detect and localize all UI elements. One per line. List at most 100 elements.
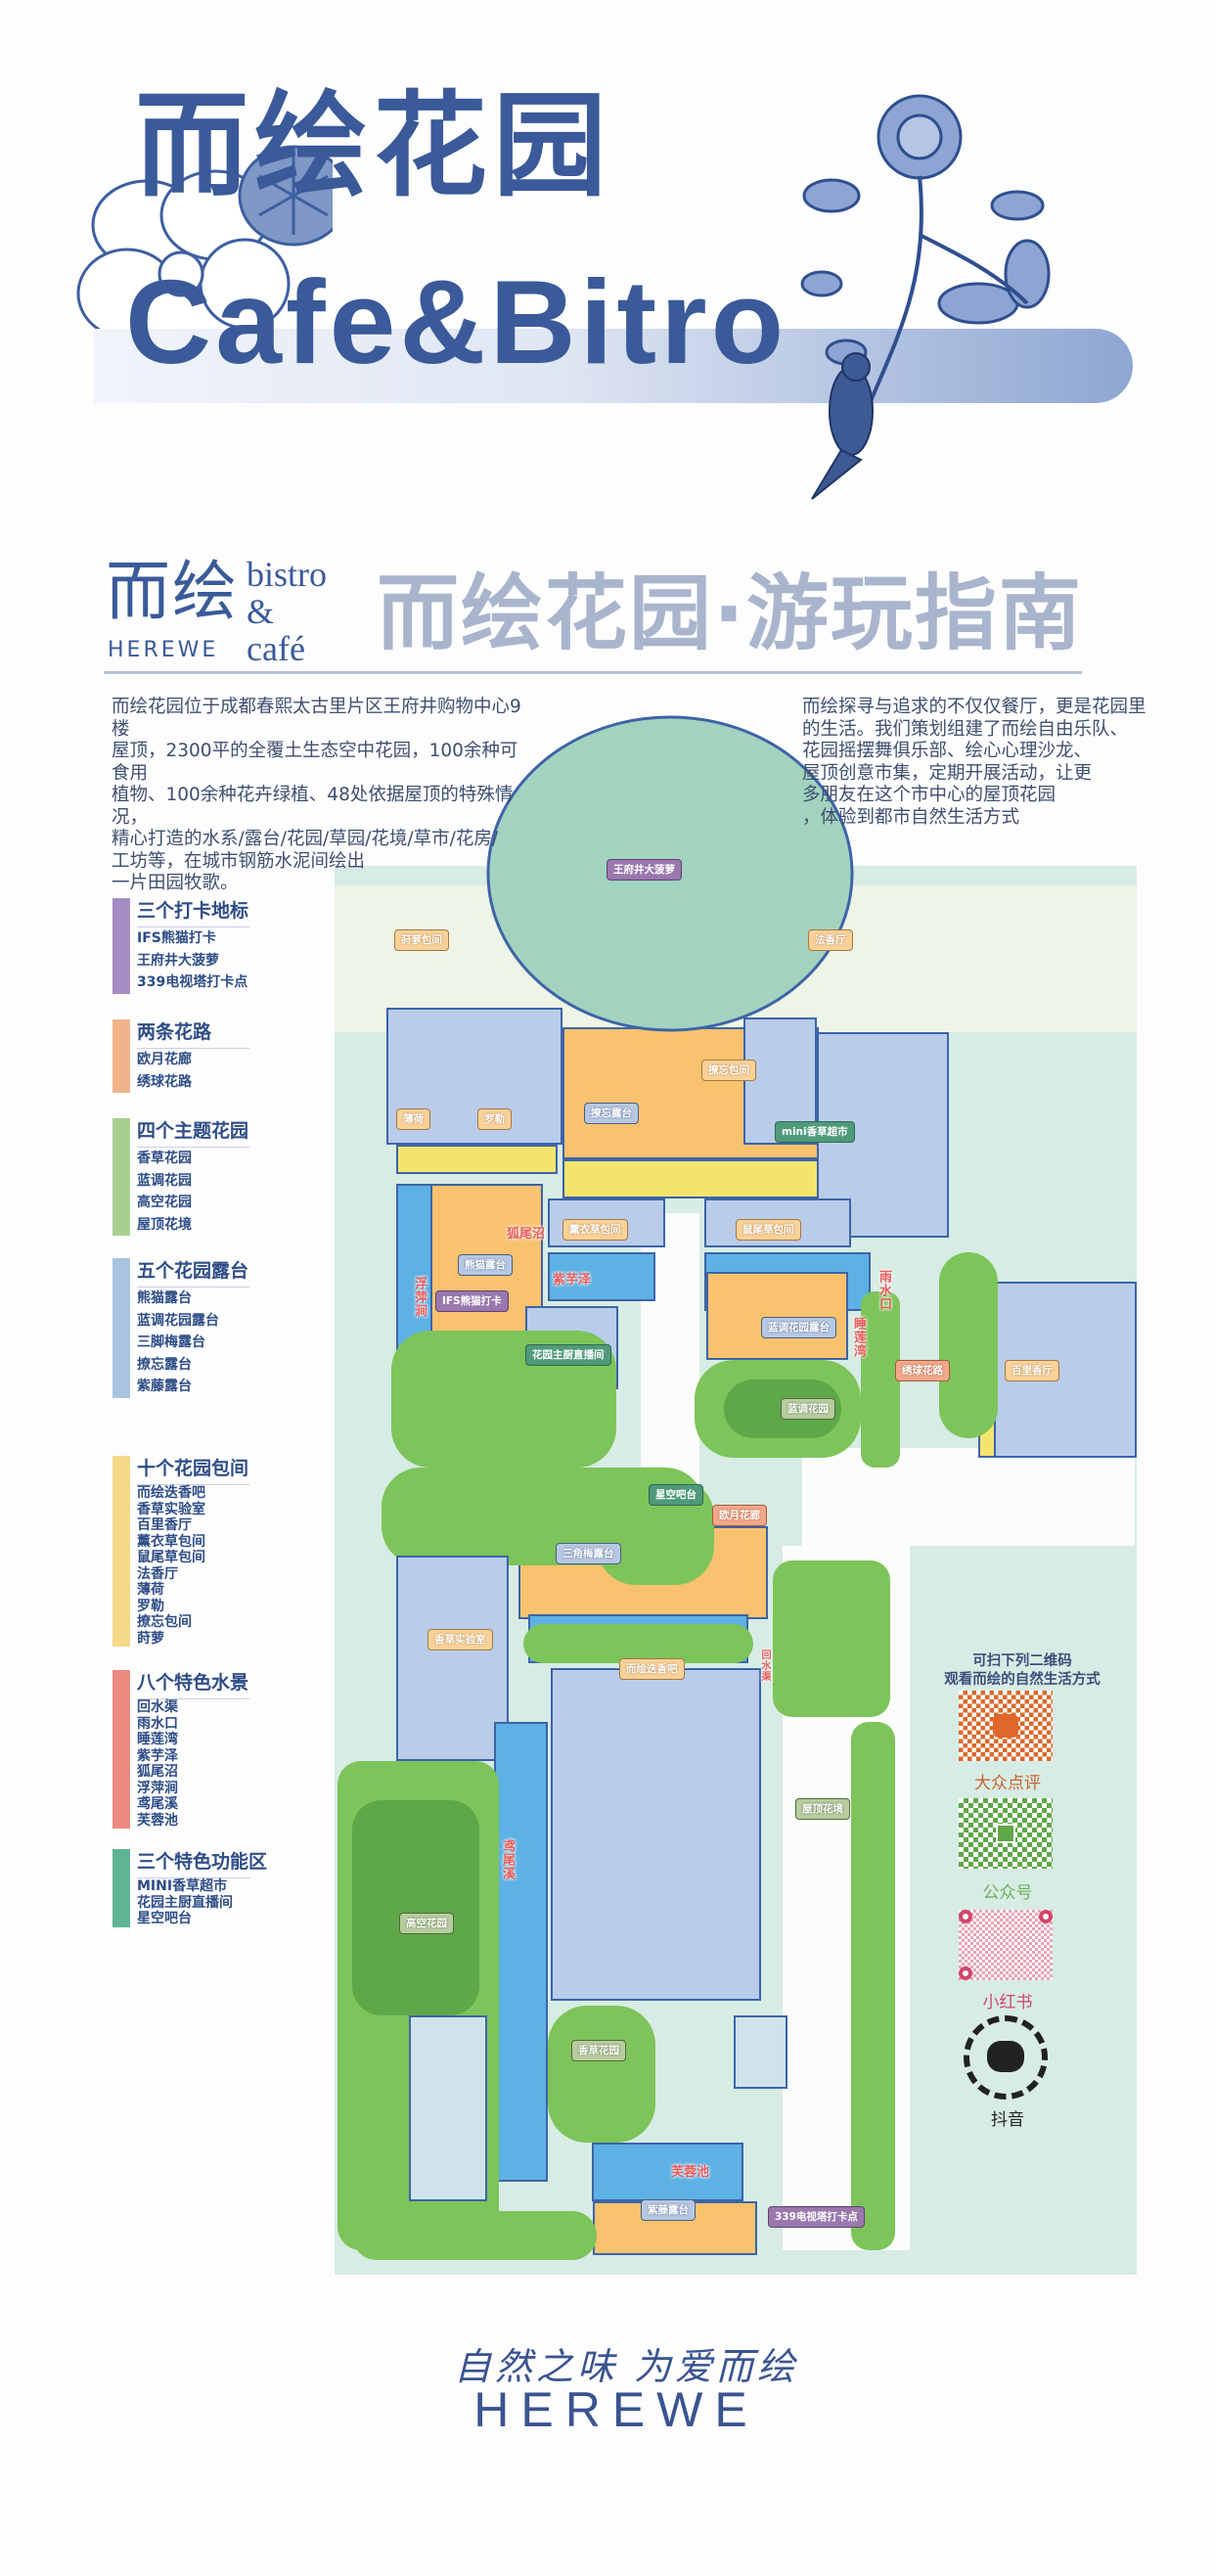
footer-brand: HEREWE — [473, 2382, 759, 2437]
map-label-bougainvillea-terrace[interactable]: 三角梅露台 — [556, 1543, 621, 1564]
intro-right: 而绘探寻与追求的不仅仅餐厅，更是花园里 的生活。我们策划组建了而绘自由乐队、 花… — [802, 697, 1147, 829]
legend-title: 十个花园包间 — [137, 1456, 249, 1485]
map-label-mint[interactable]: 薄荷 — [396, 1108, 430, 1130]
wechat-official-qr-code[interactable] — [959, 1798, 1053, 1869]
map-label-herb-lab[interactable]: 香草实验室 — [427, 1629, 493, 1650]
building-left — [386, 1008, 562, 1145]
header-divider — [104, 671, 1082, 674]
legend-title: 三个特色功能区 — [137, 1849, 267, 1878]
water-label-taro: 紫芋泽 — [553, 1273, 592, 1288]
map-label-rose-gallery[interactable]: 欧月花廊 — [712, 1505, 767, 1526]
legend-group-terraces: 五个花园露台 熊猫露台 蓝调花园露台 三脚梅露台 撩忘露台 紫藤露台 — [112, 1258, 249, 1398]
qr-label-xiaohongshu: 小红书 — [982, 1993, 1033, 2012]
footer-slogan: 自然之味 为爱而绘 — [453, 2345, 799, 2388]
map-label-sage-room[interactable]: 鼠尾草包间 — [736, 1219, 801, 1241]
map-label-wisteria-terrace[interactable]: 紫藤露台 — [641, 2199, 696, 2221]
building-thyme-side — [978, 1282, 996, 1458]
legend-item: 花园主厨直播间 — [137, 1894, 233, 1911]
map-label-roof-border[interactable]: 屋顶花境 — [795, 1798, 850, 1820]
legend-item: 狐尾沼 — [137, 1764, 178, 1780]
water-label-duckweed: 浮萍涧 — [412, 1277, 427, 1318]
terrace-bougainvillea — [518, 1526, 768, 1619]
legend-item: 莳萝 — [137, 1630, 164, 1647]
terrace-wisteria — [593, 2201, 757, 2255]
map-label-parsley-hall[interactable]: 法香厅 — [808, 929, 853, 951]
legend-item: 欧月花廊 — [137, 1052, 192, 1067]
map-lower-white-area — [802, 1448, 1135, 1546]
map-label-lavender-room[interactable]: 薰衣草包间 — [562, 1219, 628, 1241]
map-label-chef-studio[interactable]: 花园主厨直播间 — [525, 1344, 611, 1366]
header-title-en: Cafe&Bitro — [125, 255, 788, 388]
dianping-logo-icon — [993, 1714, 1018, 1738]
map-label-pineapple[interactable]: 王府井大菠萝 — [607, 859, 682, 881]
building-left-windows — [396, 1145, 558, 1174]
map-label-liaowang-terrace[interactable]: 撩忘露台 — [584, 1103, 639, 1124]
intro-left-line: 屋顶，2300平的全覆土生态空中花园，100余种可食用 — [112, 741, 518, 784]
map-label-ifs-panda[interactable]: IFS熊猫打卡 — [435, 1290, 509, 1312]
map-label-rosemary-bar[interactable]: 而绘迭香吧 — [619, 1658, 685, 1680]
legend-item: 薰衣草包间 — [137, 1533, 205, 1550]
legend-title: 八个特色水景 — [137, 1670, 249, 1699]
map-top-lawn — [335, 885, 1137, 1032]
map-label-liaowang-room[interactable]: 撩忘包间 — [701, 1060, 756, 1081]
xiaohongshu-qr-code[interactable] — [959, 1910, 1053, 1980]
legend-item: 雨水口 — [137, 1715, 178, 1732]
map-label-hydrangea-path[interactable]: 绣球花路 — [895, 1360, 950, 1381]
map-label-blues-terrace[interactable]: 蓝调花园露台 — [761, 1317, 836, 1338]
building-herb-lab — [396, 1556, 509, 1761]
legend-item: 蓝调花园露台 — [137, 1312, 219, 1329]
pineapple-dome — [486, 715, 854, 1032]
logo-en: HEREWE — [108, 638, 219, 662]
legend-color-bar — [112, 1456, 130, 1647]
legend-item: MINI香草超市 — [137, 1878, 228, 1894]
legend-item: 香草实验室 — [137, 1501, 205, 1517]
qr-label-douyin: 抖音 — [991, 2110, 1024, 2130]
water-label-rain-outlet: 雨水口 — [877, 1270, 891, 1311]
water-label-iris-creek: 鸢尾溪 — [500, 1839, 515, 1880]
intro-right-line: 的生活。我们策划组建了而绘自由乐队、 — [802, 718, 1129, 740]
map-label-starry-bar[interactable]: 星空吧台 — [649, 1484, 703, 1506]
water-pond-right — [704, 1252, 871, 1311]
greenery-herb-garden — [548, 2006, 655, 2143]
building-stepped-right — [817, 1032, 949, 1238]
legend-item: 蓝调花园 — [137, 1172, 192, 1189]
logo-cafe-text: café — [247, 629, 305, 668]
greenery-center — [391, 1331, 616, 1468]
wechat-logo-icon — [996, 1824, 1015, 1843]
legend-item: 屋顶花境 — [137, 1216, 192, 1233]
map-right-path — [783, 1546, 910, 2250]
legend-item: 香草花园 — [137, 1151, 192, 1166]
guide-title: 而绘花园·游玩指南 — [377, 565, 1083, 661]
map-label-blues-garden[interactable]: 蓝调花园 — [781, 1398, 835, 1420]
legend-item: 罗勒 — [137, 1598, 164, 1614]
legend-item: 王府井大菠萝 — [137, 952, 219, 969]
map-label-basil[interactable]: 罗勒 — [477, 1108, 512, 1130]
intro-left-line: 而绘花园位于成都春熙太古里片区王府井购物中心9楼 — [112, 697, 521, 740]
intro-right-line: ，体验到都市自然生活方式 — [802, 806, 1020, 828]
douyin-qr-code[interactable] — [964, 2015, 1048, 2100]
title-banner-bar — [94, 329, 1133, 403]
greenery-path-hedge — [861, 1291, 900, 1468]
legend-group-function-areas: 三个特色功能区 MINI香草超市 花园主厨直播间 星空吧台 — [112, 1849, 267, 1927]
building-bottom-left — [409, 2015, 487, 2201]
building-thyme — [993, 1282, 1137, 1458]
legend-item: 紫芋泽 — [137, 1747, 178, 1764]
dianping-qr-code[interactable] — [959, 1691, 1053, 1761]
map-label-panda-terrace[interactable]: 熊猫露台 — [458, 1254, 513, 1276]
legend-title: 三个打卡地标 — [137, 898, 249, 927]
greenery-right-hedge — [939, 1252, 998, 1438]
legend-item: 339电视塔打卡点 — [137, 974, 248, 990]
legend-group-landmarks: 三个打卡地标 IFS熊猫打卡 王府井大菠萝 339电视塔打卡点 — [112, 898, 249, 994]
building-center-right — [743, 1017, 817, 1145]
map-label-tv-tower[interactable]: 339电视塔打卡点 — [768, 2206, 865, 2228]
legend-item: 星空吧台 — [137, 1911, 192, 1926]
map-label-thyme-hall[interactable]: 百里香厅 — [1005, 1360, 1059, 1381]
intro-left-line: 一片田园牧歌。 — [112, 873, 239, 893]
map-label-sky-garden[interactable]: 高空花园 — [399, 1913, 454, 1934]
map-label-mini-market[interactable]: mini香草超市 — [775, 1121, 855, 1143]
legend-group-flower-paths: 两条花路 欧月花廊 绣球花路 — [112, 1019, 249, 1093]
map-label-dill-room[interactable]: 莳萝包间 — [394, 929, 449, 951]
water-pond-center — [548, 1252, 655, 1301]
map-label-herb-garden[interactable]: 香草花园 — [571, 2040, 626, 2061]
legend-color-bar — [112, 1118, 130, 1236]
